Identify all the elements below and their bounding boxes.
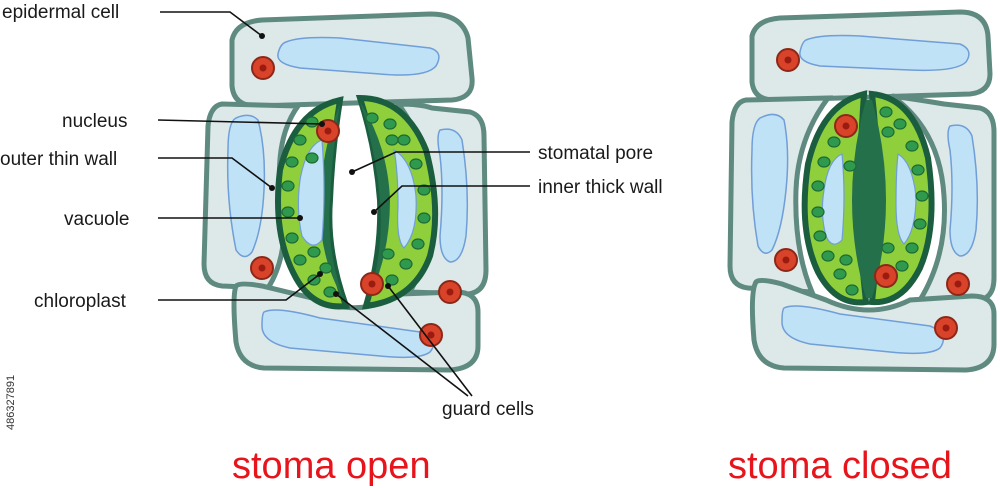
label-epidermal-cell: epidermal cell: [2, 2, 119, 23]
stoma-open-illustration: [201, 11, 489, 373]
stomatal-pore-open: [336, 118, 370, 290]
stoma-closed-illustration: [727, 9, 997, 373]
vacuole-bottom-open: [261, 309, 435, 359]
leader-stomatal-pore: [351, 151, 530, 173]
vacuole-left-closed: [750, 113, 789, 254]
chloroplasts-left-open: [281, 116, 337, 298]
label-stomatal-pore: stomatal pore: [538, 143, 653, 164]
epidermal-nucleus-bottom-closed: [934, 316, 958, 340]
leader-nucleus: [157, 119, 323, 125]
leader-chloroplast: [158, 273, 321, 301]
label-guard-cells: guard cells: [442, 399, 534, 420]
guard-vacuole-right-open: [393, 148, 417, 249]
label-inner-thick-wall: inner thick wall: [538, 177, 663, 198]
epidermal-nucleus-right-closed: [946, 272, 970, 296]
chloroplasts-left-closed: [811, 136, 859, 296]
vacuole-bottom-closed: [781, 305, 945, 355]
guard-nucleus-right-open: [360, 272, 384, 296]
leader-guard-cells-b: [387, 285, 473, 397]
vacuole-right-closed: [947, 124, 979, 257]
label-vacuole: vacuole: [64, 209, 130, 230]
label-chloroplast: chloroplast: [34, 291, 127, 312]
vacuole-left-open: [226, 114, 266, 258]
chloroplasts-right-open: [365, 112, 431, 286]
guard-nucleus-right-closed: [874, 264, 898, 288]
inner-thick-wall-left-open: [319, 104, 344, 300]
vacuole-top-open: [277, 36, 440, 76]
guard-vacuole-right-closed: [895, 153, 917, 245]
epidermal-nucleus-top-closed: [776, 48, 800, 72]
epidermal-nucleus-top-open: [251, 56, 275, 80]
vacuole-top-closed: [799, 34, 970, 72]
guard-vacuole-left-closed: [821, 153, 845, 245]
leader-epidermal-cell: [160, 11, 263, 37]
epidermal-nucleus-bottom-open: [419, 323, 443, 347]
leader-outer-thin-wall: [158, 157, 273, 189]
vacuole-right-open: [437, 128, 469, 263]
leader-lines: [157, 11, 530, 397]
chloroplasts-right-closed: [879, 106, 929, 272]
label-outer-thin-wall: outer thin wall: [0, 149, 117, 170]
epidermal-nucleus-right-open: [438, 280, 462, 304]
inner-thick-wall-right-open: [360, 102, 390, 300]
guard-vacuole-left-open: [297, 139, 325, 246]
epidermal-nucleus-left-open: [250, 256, 274, 280]
leader-inner-thick-wall: [373, 185, 530, 213]
labels: epidermal cell nucleus outer thin wall v…: [0, 2, 663, 420]
caption-stoma-open: stoma open: [232, 445, 431, 487]
leader-guard-cells-a: [335, 293, 469, 397]
guard-nucleus-left-closed: [834, 114, 858, 138]
label-nucleus: nucleus: [62, 111, 128, 132]
caption-stoma-closed: stoma closed: [728, 445, 952, 487]
stock-id: 486327891: [5, 375, 17, 430]
inner-thick-wall-closed: [852, 100, 886, 298]
epidermal-nucleus-left-closed: [774, 248, 798, 272]
